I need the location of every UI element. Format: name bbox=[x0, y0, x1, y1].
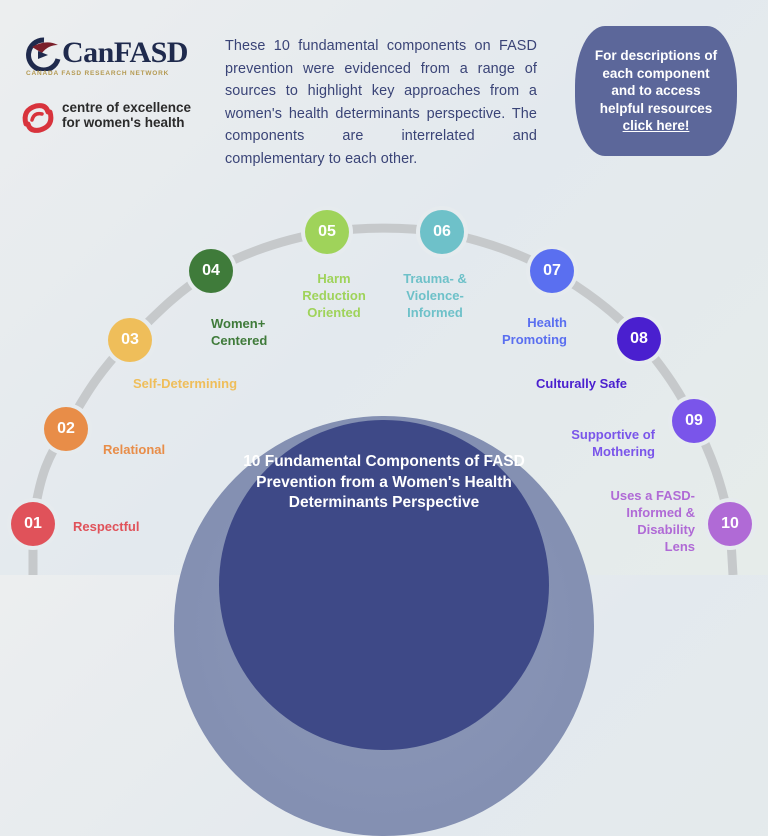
component-02-node[interactable]: 02 bbox=[44, 407, 88, 451]
component-02-label: Relational bbox=[103, 442, 166, 457]
component-07-node[interactable]: 07 bbox=[530, 249, 574, 293]
label-line: Mothering bbox=[592, 444, 655, 459]
cewh-logo: centre of excellence for women's health bbox=[18, 98, 198, 138]
component-08-node[interactable]: 08 bbox=[617, 317, 661, 361]
label-line: Health bbox=[527, 315, 567, 330]
label-line: Oriented bbox=[307, 305, 361, 320]
cewh-spiral-icon bbox=[22, 103, 54, 133]
cta-line2: each component bbox=[602, 65, 710, 81]
component-01-label: Respectful bbox=[73, 519, 140, 534]
label-line: Trauma- & bbox=[403, 271, 467, 286]
cta-line4: helpful resources bbox=[599, 100, 713, 116]
canfasd-name: CanFASD bbox=[62, 36, 188, 69]
label-line: Reduction bbox=[302, 288, 366, 303]
component-01-node[interactable]: 01 bbox=[11, 502, 55, 546]
component-07-label: Health Promoting bbox=[502, 314, 567, 348]
center-title: 10 Fundamental Components of FASD Preven… bbox=[243, 453, 525, 511]
intro-paragraph: These 10 fundamental components on FASD … bbox=[225, 38, 537, 167]
component-09-label: Supportive of Mothering bbox=[571, 426, 655, 460]
cta-line1: For descriptions of bbox=[594, 48, 718, 64]
arc-track bbox=[28, 223, 738, 575]
component-06-node[interactable]: 06 bbox=[420, 210, 464, 254]
canfasd-subtitle: CANADA FASD RESEARCH NETWORK bbox=[26, 70, 170, 77]
component-03-label: Self-Determining bbox=[133, 376, 238, 391]
component-05-label: Harm Reduction Oriented bbox=[302, 270, 366, 321]
label-line: Harm bbox=[317, 271, 351, 286]
cewh-line1: centre of excellence bbox=[62, 100, 192, 115]
resources-link-button[interactable]: For descriptions of each component and t… bbox=[575, 26, 737, 156]
cta-line3: and to access bbox=[611, 83, 701, 99]
canfasd-logo: CanFASD CANADA FASD RESEARCH NETWORK bbox=[24, 36, 188, 81]
component-04-node[interactable]: 04 bbox=[189, 249, 233, 293]
label-line: Informed bbox=[407, 305, 463, 320]
component-10-node[interactable]: 10 bbox=[708, 502, 752, 546]
canfasd-swoosh-icon bbox=[26, 37, 61, 71]
label-line: Disability bbox=[637, 522, 695, 537]
label-line: Lens bbox=[664, 539, 695, 554]
cewh-name: centre of excellence for women's health bbox=[62, 100, 191, 130]
component-08-label: Culturally Safe bbox=[536, 376, 628, 391]
component-06-label: Trauma- & Violence- Informed bbox=[403, 270, 467, 321]
click-here-link[interactable]: click here! bbox=[622, 118, 690, 134]
component-04-label: Women+ Centered bbox=[211, 315, 267, 349]
component-10-label: Uses a FASD- Informed & Disability Lens bbox=[610, 487, 695, 555]
component-03-node[interactable]: 03 bbox=[108, 318, 152, 362]
component-09-node[interactable]: 09 bbox=[672, 399, 716, 443]
label-line: Promoting bbox=[502, 332, 567, 347]
label-line: Supportive of bbox=[571, 427, 655, 442]
label-line: Centered bbox=[211, 333, 268, 348]
label-line: Violence- bbox=[406, 288, 464, 303]
label-line: Uses a FASD- bbox=[610, 488, 695, 503]
cewh-line2: for women's health bbox=[62, 115, 185, 130]
component-05-node[interactable]: 05 bbox=[305, 210, 349, 254]
label-line: Informed & bbox=[626, 505, 695, 520]
label-line: Women+ bbox=[211, 316, 266, 331]
